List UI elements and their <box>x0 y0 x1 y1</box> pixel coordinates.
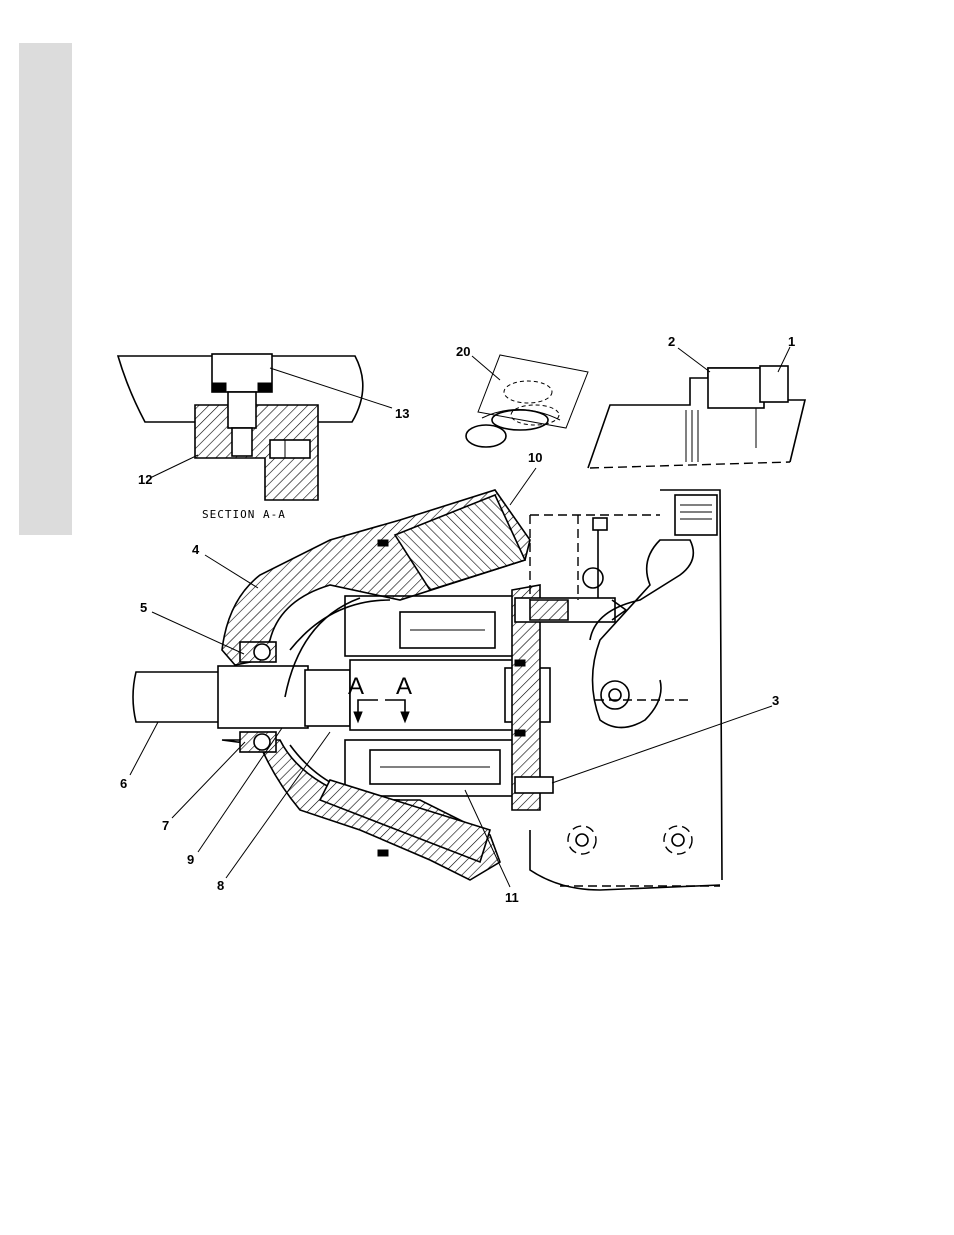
pump-housing <box>133 490 720 890</box>
section-mark-left: A <box>348 673 364 700</box>
callout-5: 5 <box>140 600 147 615</box>
section-mark-right: A <box>396 673 412 700</box>
callout-13: 13 <box>395 406 409 421</box>
callout-20: 20 <box>456 344 470 359</box>
callout-1: 1 <box>788 334 795 349</box>
callout-9: 9 <box>187 852 194 867</box>
section-label: SECTION A-A <box>202 508 286 521</box>
callout-6: 6 <box>120 776 127 791</box>
callout-7: 7 <box>162 818 169 833</box>
callout-4: 4 <box>192 542 200 557</box>
callout-12: 12 <box>138 472 152 487</box>
seal-kit <box>466 355 588 447</box>
callout-10: 10 <box>528 450 542 465</box>
callout-11: 11 <box>505 890 519 905</box>
mounting-bracket <box>530 490 722 886</box>
fitting-assembly <box>588 366 805 468</box>
section-a-a-inset <box>118 354 363 500</box>
callout-8: 8 <box>217 878 224 893</box>
callout-2: 2 <box>668 334 675 349</box>
callout-3: 3 <box>772 693 779 708</box>
